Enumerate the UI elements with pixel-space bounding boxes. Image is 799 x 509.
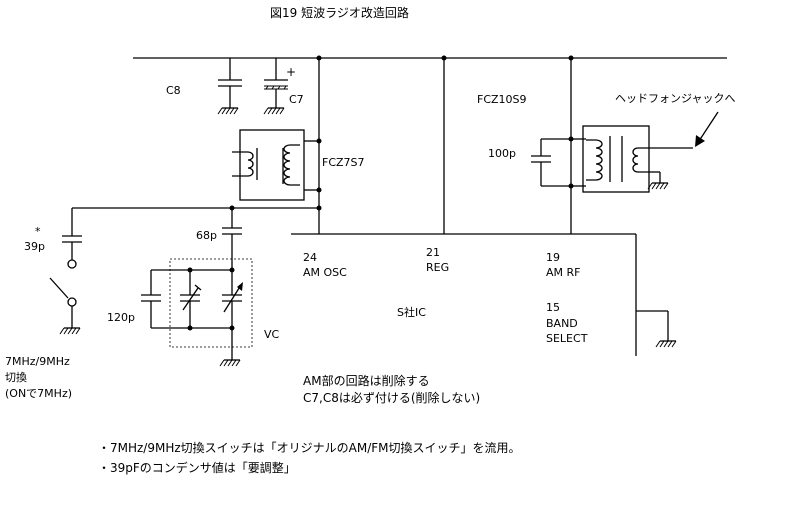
c120p-label: 120p: [107, 311, 135, 324]
pin21-number: 21: [426, 246, 440, 259]
junction-dot: [316, 55, 322, 61]
c7-capacitor: [263, 58, 288, 115]
c100p-capacitor: [531, 138, 571, 187]
footnote-line-2: ・39pFのコンデンサ値は「要調整」: [98, 461, 296, 475]
pin15-number: 15: [546, 301, 560, 314]
c39p-capacitor: [62, 208, 82, 260]
vc-network: [141, 267, 243, 367]
c7-label: C7: [289, 93, 304, 106]
vc-box: [169, 258, 253, 348]
pin19-name: AM RF: [546, 266, 581, 279]
fcz10s9-label: FCZ10S9: [477, 93, 527, 106]
pin15-name-1: BAND: [546, 317, 578, 330]
c100p-label: 100p: [488, 147, 516, 160]
c68p-capacitor: [222, 208, 242, 270]
diagram-title: 図19 短波ラジオ改造回路: [270, 6, 409, 20]
fcz7s7-coil: [232, 129, 319, 201]
headphone-arrow: [695, 111, 719, 147]
fcz10s9-coil: [571, 125, 693, 193]
pin21-name: REG: [426, 261, 450, 274]
headphone-label: ヘッドフォンジャックへ: [615, 92, 736, 105]
vc-label: VC: [264, 328, 280, 341]
switch-label-3: (ONで7MHz): [5, 387, 73, 400]
band-switch: [49, 259, 81, 335]
note-line-2: C7,C8は必ず付ける(削除しない): [303, 391, 481, 405]
switch-label-2: 切換: [5, 371, 27, 384]
ic-label: S社IC: [397, 306, 426, 319]
c8-label: C8: [166, 84, 181, 97]
junction-dot: [441, 55, 447, 61]
switch-label-1: 7MHz/9MHz: [5, 355, 70, 368]
asterisk-label: *: [35, 225, 41, 238]
note-line-1: AM部の回路は削除する: [303, 374, 430, 388]
c68p-label: 68p: [196, 229, 217, 242]
pin15-name-2: SELECT: [546, 332, 588, 345]
footnote-line-1: ・7MHz/9MHz切換スイッチは「オリジナルのAM/FM切換スイッチ」を流用。: [98, 441, 521, 455]
junction-dot: [568, 55, 574, 61]
band-select-ground: [636, 310, 677, 348]
fcz7s7-label: FCZ7S7: [322, 156, 365, 169]
c7-plus-label: +: [286, 65, 297, 79]
pin24-number: 24: [303, 251, 317, 264]
c39p-label: 39p: [24, 240, 45, 253]
pin19-number: 19: [546, 251, 560, 264]
pin24-name: AM OSC: [303, 266, 347, 279]
c8-capacitor: [217, 58, 242, 115]
